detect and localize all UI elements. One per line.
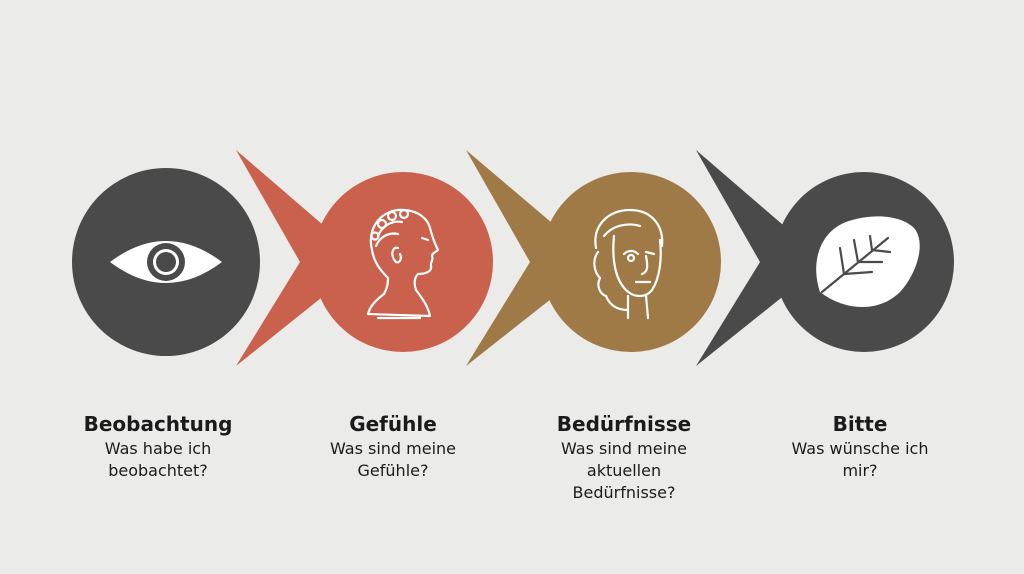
step-question: Was sind meine Gefühle? (329, 439, 457, 480)
step-title: Bitte (832, 412, 888, 436)
arrow-1 (236, 150, 366, 366)
step-label-bitte: Bitte Was wünsche ich mir? (750, 410, 970, 482)
step-question: Was habe ich beobachtet? (104, 439, 212, 480)
step-question: Was wünsche ich mir? (791, 439, 929, 480)
step-title: Bedürfnisse (556, 412, 692, 436)
arrow-3 (696, 150, 826, 366)
step-label-beobachtung: Beobachtung Was habe ich beobachtet? (48, 410, 268, 482)
head-bust-icon (366, 208, 440, 320)
arrow-2 (466, 150, 598, 366)
step-circle-gefuehle (313, 172, 493, 352)
process-diagram (72, 150, 954, 366)
face-icon (593, 208, 664, 320)
step-label-beduerfnisse: Bedürfnisse Was sind meine aktuellen Bed… (514, 410, 734, 504)
eye-icon (110, 241, 222, 283)
step-title: Gefühle (349, 412, 437, 436)
step-question: Was sind meine aktuellen Bedürfnisse? (560, 439, 688, 502)
leaf-icon (816, 216, 920, 307)
step-title: Beobachtung (83, 412, 233, 436)
step-label-gefuehle: Gefühle Was sind meine Gefühle? (283, 410, 503, 482)
